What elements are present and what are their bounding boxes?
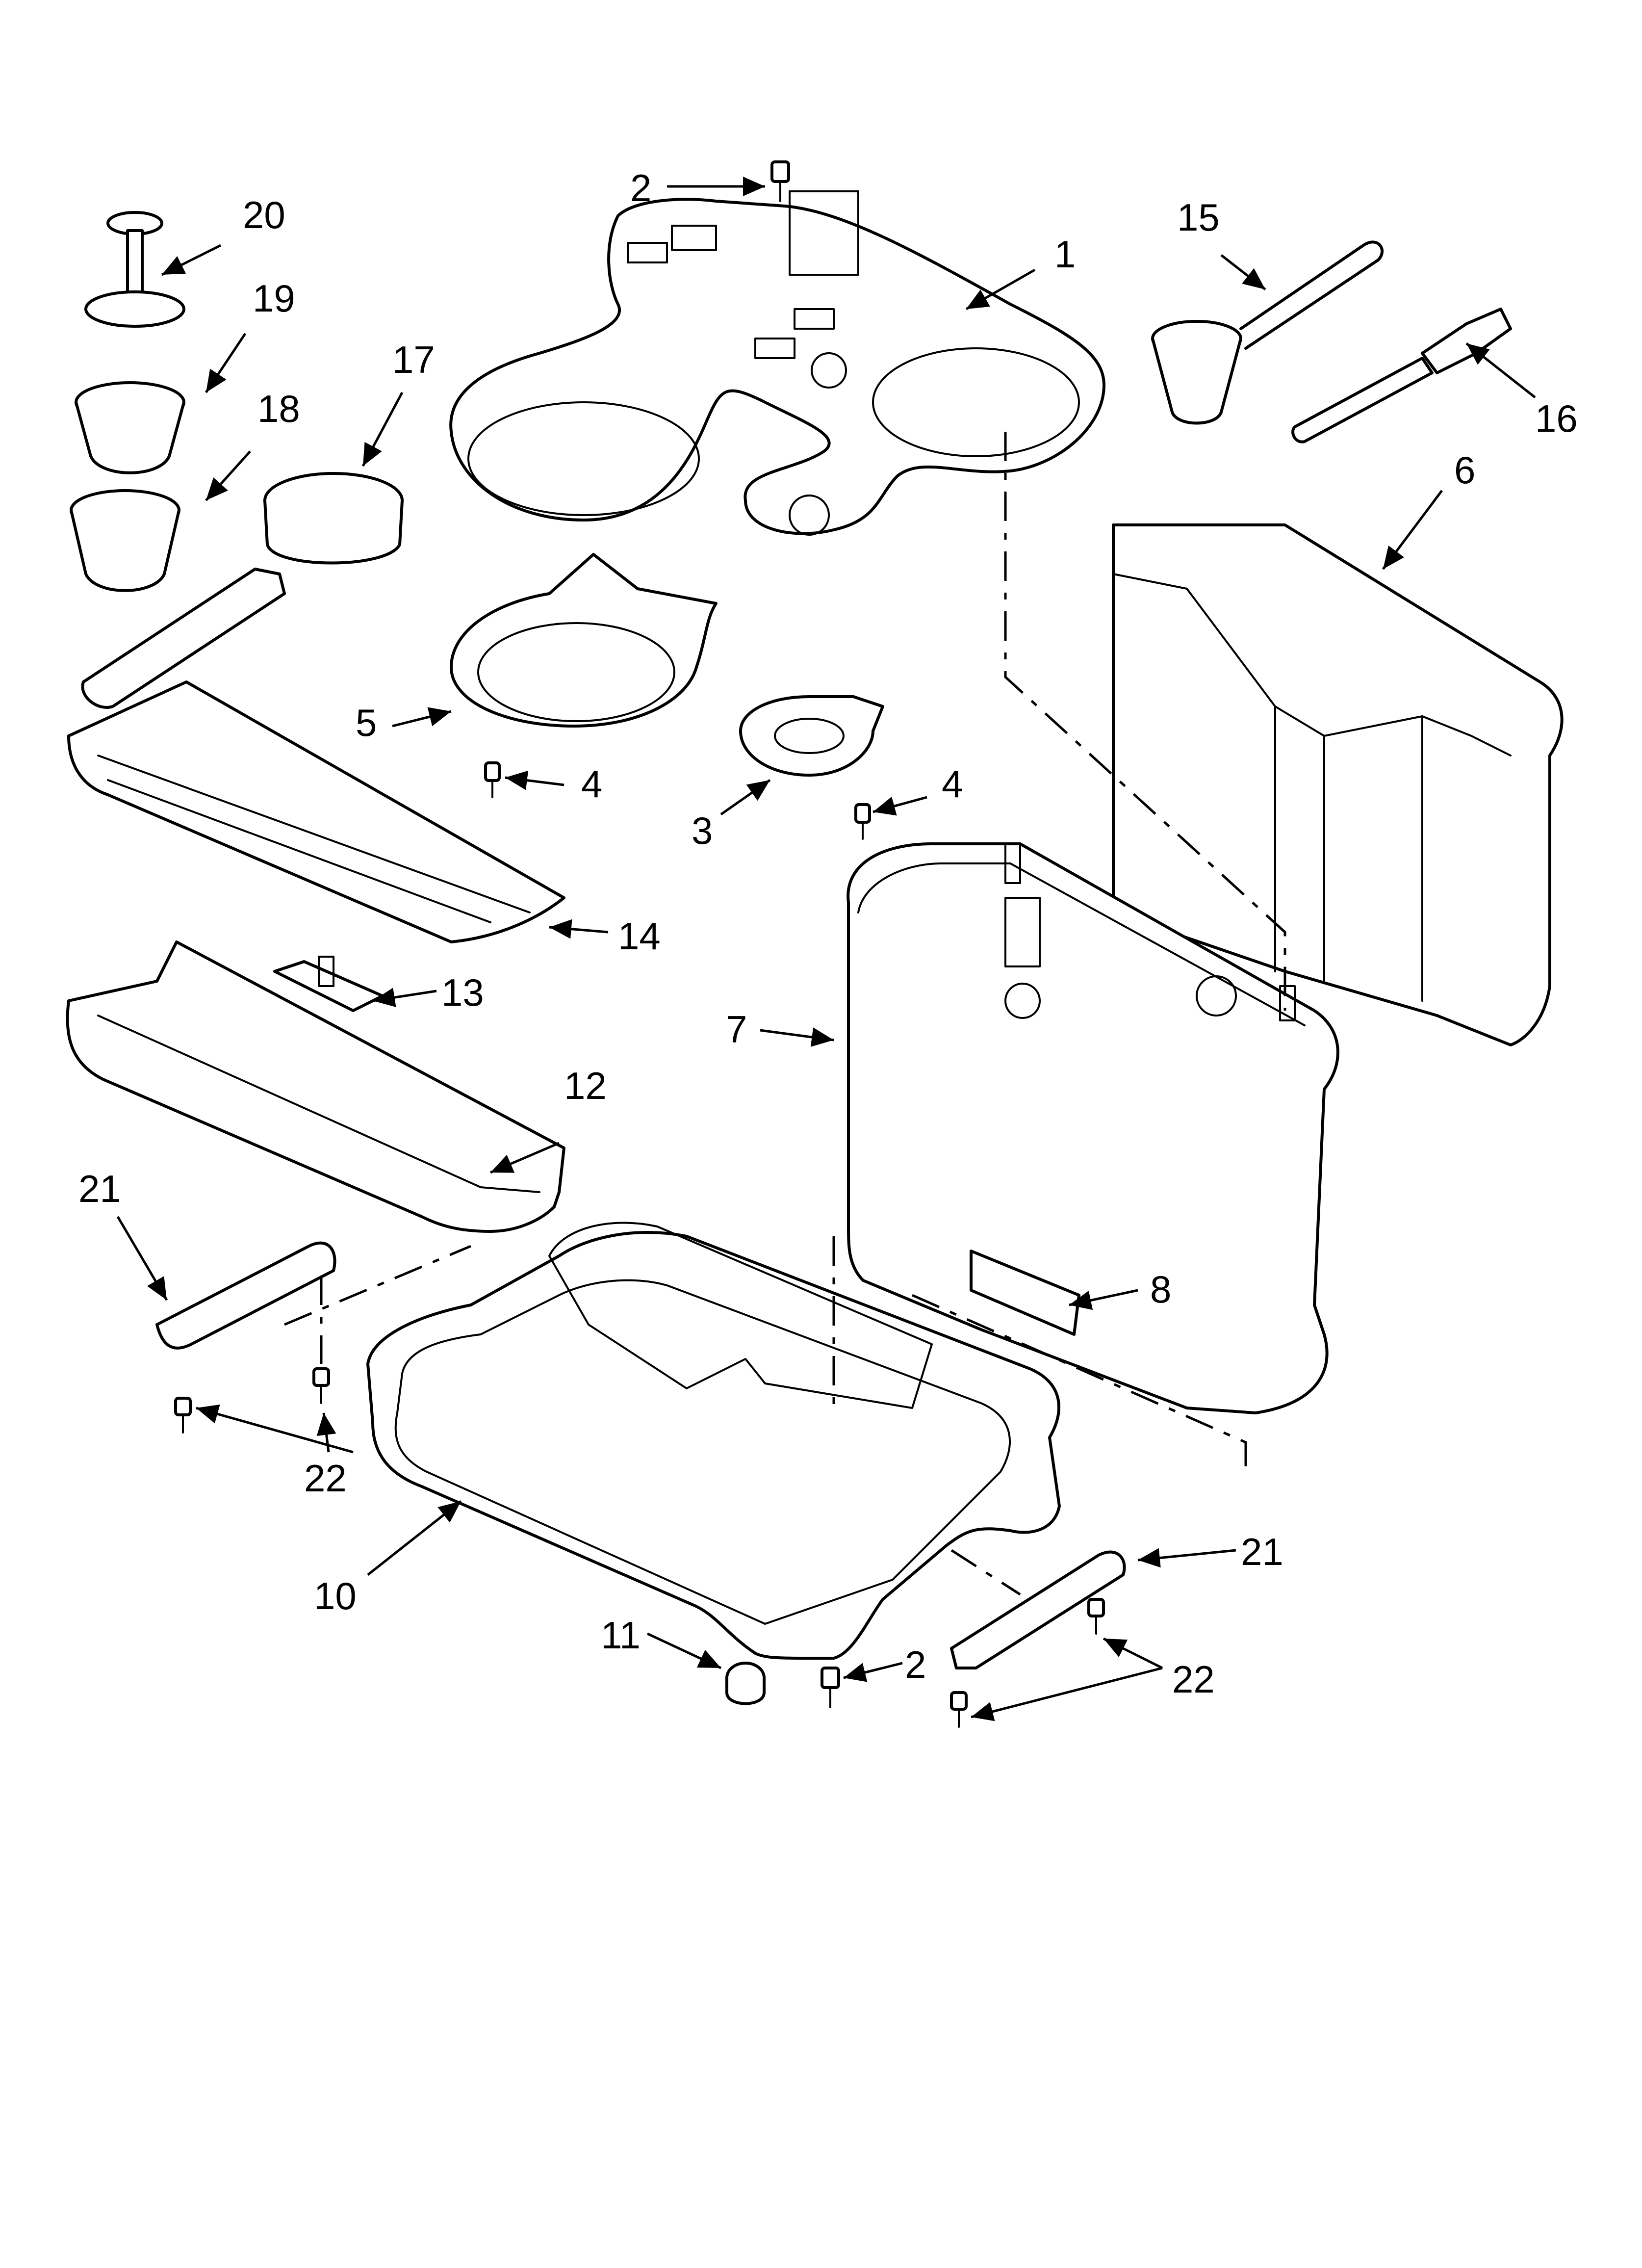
callout-labels: 1 2 2 3 4 4 5 6 7 8 10 11 12 13 14 15 16… — [78, 166, 1578, 1701]
callout-18: 18 — [257, 387, 300, 430]
callout-16: 16 — [1535, 397, 1578, 440]
part-8-label — [970, 1250, 1080, 1336]
callout-2: 2 — [905, 1643, 926, 1686]
part-22-screw-2 — [312, 1367, 330, 1404]
callout-12: 12 — [564, 1064, 607, 1107]
part-2-screw-bottom — [821, 1667, 840, 1708]
part-5-ring — [450, 553, 718, 728]
part-21-handle-right — [950, 1550, 1126, 1669]
callout-13: 13 — [441, 971, 484, 1014]
part-17-portafilter — [81, 472, 404, 709]
callout-5: 5 — [356, 701, 377, 744]
callout-22: 22 — [304, 1457, 347, 1500]
part-18-filter-basket — [70, 489, 180, 592]
part-22-screw-4 — [950, 1691, 968, 1728]
callout-4: 4 — [581, 762, 602, 806]
callout-6: 6 — [1454, 448, 1475, 492]
callout-14: 14 — [618, 914, 661, 958]
callout-19: 19 — [253, 277, 295, 320]
part-14-grate — [67, 680, 565, 943]
part-1-base-plate — [449, 190, 1106, 536]
part-15-scoop — [1151, 240, 1384, 425]
callout-21: 21 — [1241, 1530, 1283, 1573]
callout-15: 15 — [1177, 196, 1220, 239]
part-2-screw-top — [770, 160, 790, 202]
part-3-small-cup — [739, 695, 884, 777]
leader-arrows — [116, 177, 1536, 1721]
callout-21: 21 — [78, 1167, 121, 1210]
part-16-brush — [1291, 308, 1512, 443]
callout-10: 10 — [314, 1574, 357, 1617]
part-10-base — [366, 1222, 1061, 1660]
part-22-screw-3 — [1087, 1598, 1105, 1635]
callout-3: 3 — [692, 809, 713, 852]
callout-7: 7 — [726, 1008, 747, 1051]
callout-8: 8 — [1150, 1268, 1171, 1311]
part-12-drip-tray — [66, 940, 565, 1233]
callout-4: 4 — [942, 762, 963, 806]
part-22-screw-1 — [174, 1397, 192, 1434]
part-20-tamper — [84, 211, 185, 328]
callout-1: 1 — [1054, 233, 1076, 276]
part-19-filter-basket — [75, 381, 185, 474]
part-11-foot — [725, 1662, 766, 1705]
callout-2: 2 — [630, 166, 651, 209]
callout-11: 11 — [601, 1614, 641, 1657]
callout-20: 20 — [243, 193, 285, 236]
part-4-screw-left — [484, 761, 501, 798]
part-21-handle-left — [155, 1241, 336, 1350]
part-4-screw-right — [854, 803, 871, 840]
part-6-water-tank — [1112, 523, 1564, 1046]
callout-17: 17 — [392, 338, 435, 381]
alignment-lines — [284, 432, 1286, 1596]
callout-22: 22 — [1172, 1658, 1215, 1701]
